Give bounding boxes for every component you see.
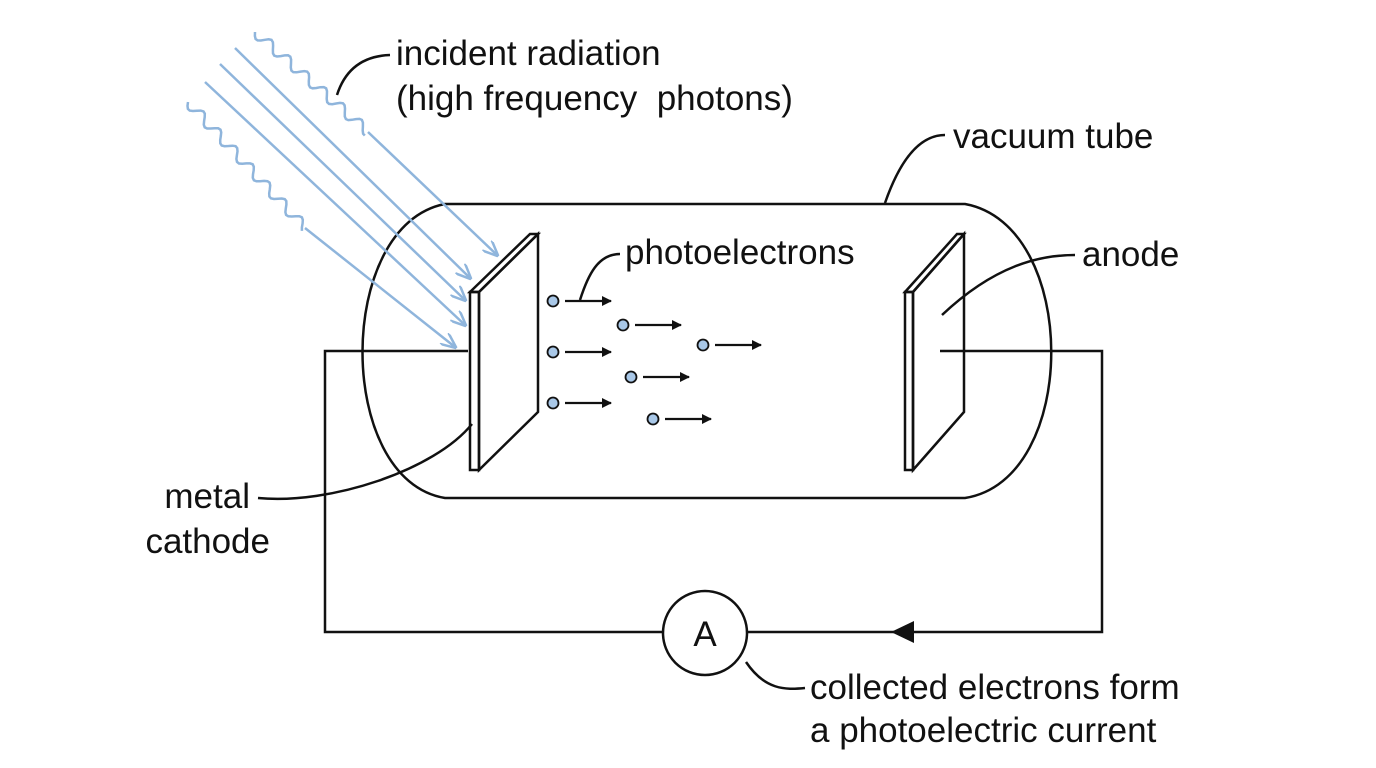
electron-dot (546, 396, 560, 410)
current-direction-arrow (891, 621, 914, 643)
current-leader (744, 661, 806, 691)
electron-dot (616, 318, 630, 332)
ammeter-symbol: A (693, 615, 717, 654)
cathode-label-line1: metal (164, 477, 250, 516)
photoelectron (616, 318, 682, 332)
vacuum-tube (361, 202, 1053, 500)
light-ray-wavy-1 (253, 31, 497, 255)
photoelectron (624, 370, 690, 384)
photoelectron (546, 345, 612, 359)
light-ray-wavy-1-wave (253, 31, 366, 137)
incident-radiation-leader (335, 53, 391, 96)
light-ray-straight-2-arrow (219, 63, 465, 300)
light-ray-straight-1-arrow (234, 47, 470, 278)
light-ray-straight-3-arrow (204, 81, 465, 325)
light-ray-wavy-2-arrow (304, 227, 455, 347)
incident-light-rays (186, 31, 498, 347)
light-ray-wavy-1-arrow (367, 131, 497, 255)
incident-radiation-label: incident radiation (396, 34, 661, 73)
ammeter-circle (661, 589, 749, 677)
light-ray-wavy-2 (186, 101, 456, 347)
photoelectron-group (546, 294, 762, 426)
current-label-line1: collected electrons form (810, 668, 1180, 707)
current-label-line2: a photoelectric current (810, 711, 1157, 750)
anode-leader (941, 253, 1076, 316)
light-ray-straight-1 (234, 47, 470, 278)
cathode-label-line2: cathode (145, 522, 270, 561)
metal-cathode-plate (466, 231, 542, 473)
photoelectrons-leader (578, 252, 621, 301)
anode-plate (902, 230, 967, 474)
circuit-wire (323, 349, 1104, 634)
photoelectron (546, 396, 612, 410)
electron-dot (546, 294, 560, 308)
light-ray-straight-3 (204, 81, 465, 325)
cathode-leader (257, 423, 473, 501)
electron-dot (696, 338, 710, 352)
electron-dot (646, 412, 660, 426)
incident-radiation-sublabel: (high frequency photons) (396, 79, 793, 118)
vacuum-tube-label: vacuum tube (953, 117, 1153, 156)
light-ray-straight-2 (219, 63, 465, 300)
photoelectron (696, 338, 762, 352)
light-ray-wavy-2-wave (186, 101, 305, 231)
ammeter: A (661, 589, 749, 677)
vacuum-tube-leader (883, 133, 946, 204)
electron-dot (546, 345, 560, 359)
photoelectron (546, 294, 612, 308)
photoelectrons-label: photoelectrons (625, 233, 855, 272)
photoelectron (646, 412, 712, 426)
electron-dot (624, 370, 638, 384)
anode-label: anode (1082, 235, 1179, 274)
